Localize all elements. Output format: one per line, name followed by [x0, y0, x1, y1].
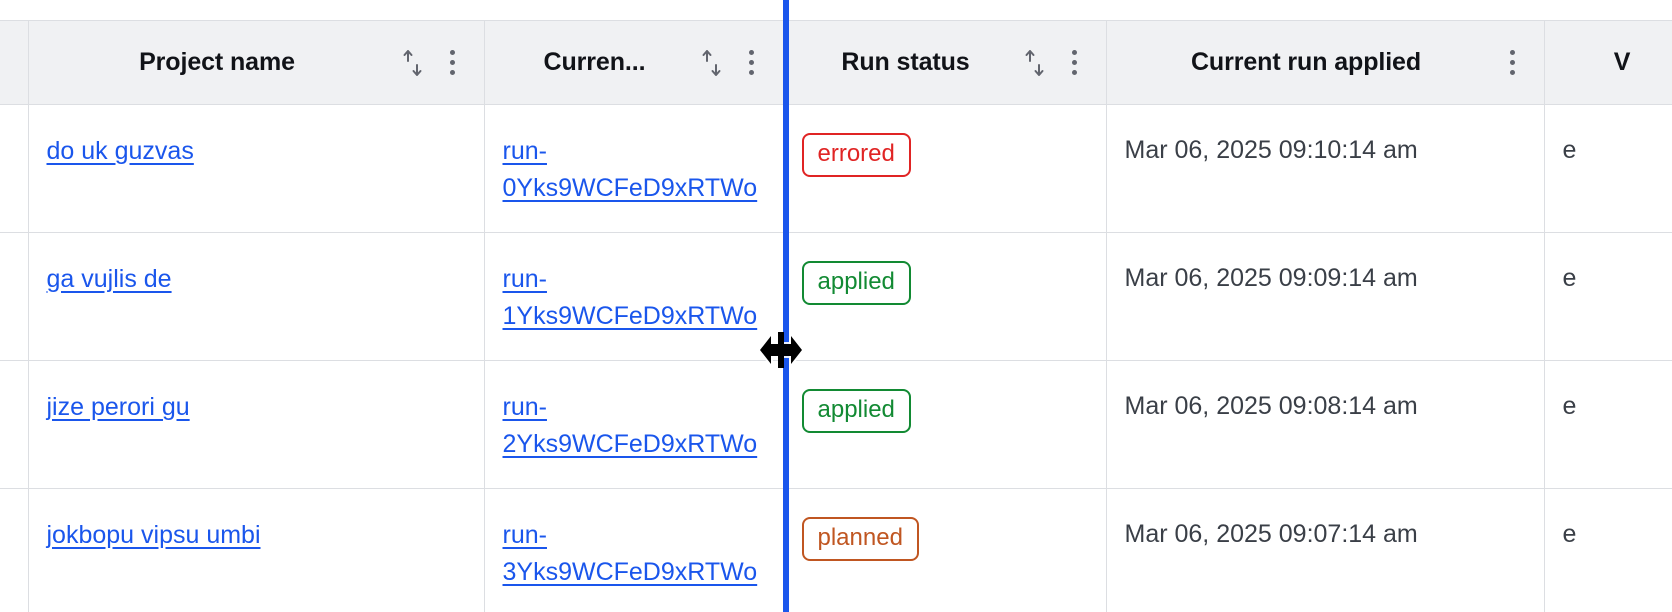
table-body: do uk guzvas run-0Yks9WCFeD9xRTWo errore… [0, 104, 1672, 612]
clipped-value: e [1562, 136, 1577, 164]
cell-clipped-column: e [1544, 488, 1672, 612]
cell-clipped-column: e [1544, 360, 1672, 489]
table-row[interactable]: jokbopu vipsu umbi run-3Yks9WCFeD9xRTWo … [0, 488, 1672, 612]
table-row[interactable]: ga vujlis de run-1Yks9WCFeD9xRTWo applie… [0, 232, 1672, 361]
header-label-current-run-applied: Current run applied [1190, 48, 1422, 76]
column-menu-kebab-icon[interactable] [1500, 48, 1526, 78]
header-label-run-status: Run status [841, 48, 970, 76]
cell-run-status: applied [783, 360, 1107, 489]
cell-current-run: run-0Yks9WCFeD9xRTWo [484, 104, 784, 233]
status-badge: planned [801, 517, 919, 561]
cell-current-run-applied: Mar 06, 2025 09:08:14 am [1106, 360, 1545, 489]
projects-table: Project name [0, 20, 1672, 612]
row-select-cell[interactable] [0, 488, 29, 612]
cell-project-name: do uk guzvas [28, 104, 485, 233]
cell-current-run: run-2Yks9WCFeD9xRTWo [484, 360, 784, 489]
current-run-link[interactable]: run-2Yks9WCFeD9xRTWo [502, 393, 758, 458]
current-run-link[interactable]: run-0Yks9WCFeD9xRTWo [502, 137, 758, 202]
cell-run-status: errored [783, 104, 1107, 233]
status-badge: applied [801, 261, 911, 305]
sort-arrows-icon[interactable] [1022, 48, 1048, 78]
row-select-cell[interactable] [0, 104, 29, 233]
cell-clipped-column: e [1544, 232, 1672, 361]
header-label-clipped-column: V [1613, 48, 1631, 76]
status-badge: errored [801, 133, 911, 177]
cell-project-name: jokbopu vipsu umbi [28, 488, 485, 612]
status-badge: applied [801, 389, 911, 433]
cell-current-run-applied: Mar 06, 2025 09:09:14 am [1106, 232, 1545, 361]
cell-project-name: ga vujlis de [28, 232, 485, 361]
project-name-link[interactable]: do uk guzvas [46, 137, 194, 165]
table-row[interactable]: do uk guzvas run-0Yks9WCFeD9xRTWo errore… [0, 104, 1672, 233]
column-menu-kebab-icon[interactable] [440, 48, 466, 78]
project-name-link[interactable]: jize perori gu [46, 393, 190, 421]
applied-timestamp: Mar 06, 2025 09:09:14 am [1124, 264, 1418, 292]
project-name-link[interactable]: ga vujlis de [46, 265, 172, 293]
applied-timestamp: Mar 06, 2025 09:07:14 am [1124, 520, 1418, 548]
cell-current-run-applied: Mar 06, 2025 09:10:14 am [1106, 104, 1545, 233]
header-label-project-name: Project name [139, 48, 295, 76]
cell-run-status: applied [783, 232, 1107, 361]
clipped-value: e [1562, 264, 1577, 292]
applied-timestamp: Mar 06, 2025 09:10:14 am [1124, 136, 1418, 164]
current-run-link[interactable]: run-1Yks9WCFeD9xRTWo [502, 265, 758, 330]
header-label-current-run: Curren... [543, 48, 646, 76]
header-cell-select [0, 20, 29, 105]
cell-current-run: run-3Yks9WCFeD9xRTWo [484, 488, 784, 612]
column-menu-kebab-icon[interactable] [739, 48, 765, 78]
header-cell-current-run[interactable]: Curren... [484, 20, 784, 105]
row-select-cell[interactable] [0, 232, 29, 361]
header-row: Project name [0, 20, 1672, 105]
table-row[interactable]: jize perori gu run-2Yks9WCFeD9xRTWo appl… [0, 360, 1672, 489]
header-cell-current-run-applied[interactable]: Current run applied [1106, 20, 1545, 105]
cell-clipped-column: e [1544, 104, 1672, 233]
header-cell-clipped-column[interactable]: V [1544, 20, 1672, 105]
project-name-link[interactable]: jokbopu vipsu umbi [46, 521, 261, 549]
row-select-cell[interactable] [0, 360, 29, 489]
sort-arrows-icon[interactable] [699, 48, 725, 78]
clipped-value: e [1562, 392, 1577, 420]
table-header: Project name [0, 20, 1672, 105]
cell-current-run: run-1Yks9WCFeD9xRTWo [484, 232, 784, 361]
table-scroll-region[interactable]: Project name [0, 20, 1672, 612]
clipped-value: e [1562, 520, 1577, 548]
cell-current-run-applied: Mar 06, 2025 09:07:14 am [1106, 488, 1545, 612]
applied-timestamp: Mar 06, 2025 09:08:14 am [1124, 392, 1418, 420]
column-menu-kebab-icon[interactable] [1062, 48, 1088, 78]
header-cell-run-status[interactable]: Run status [783, 20, 1107, 105]
header-cell-project-name[interactable]: Project name [28, 20, 485, 105]
sort-arrows-icon[interactable] [400, 48, 426, 78]
current-run-link[interactable]: run-3Yks9WCFeD9xRTWo [502, 521, 758, 586]
cell-project-name: jize perori gu [28, 360, 485, 489]
cell-run-status: planned [783, 488, 1107, 612]
